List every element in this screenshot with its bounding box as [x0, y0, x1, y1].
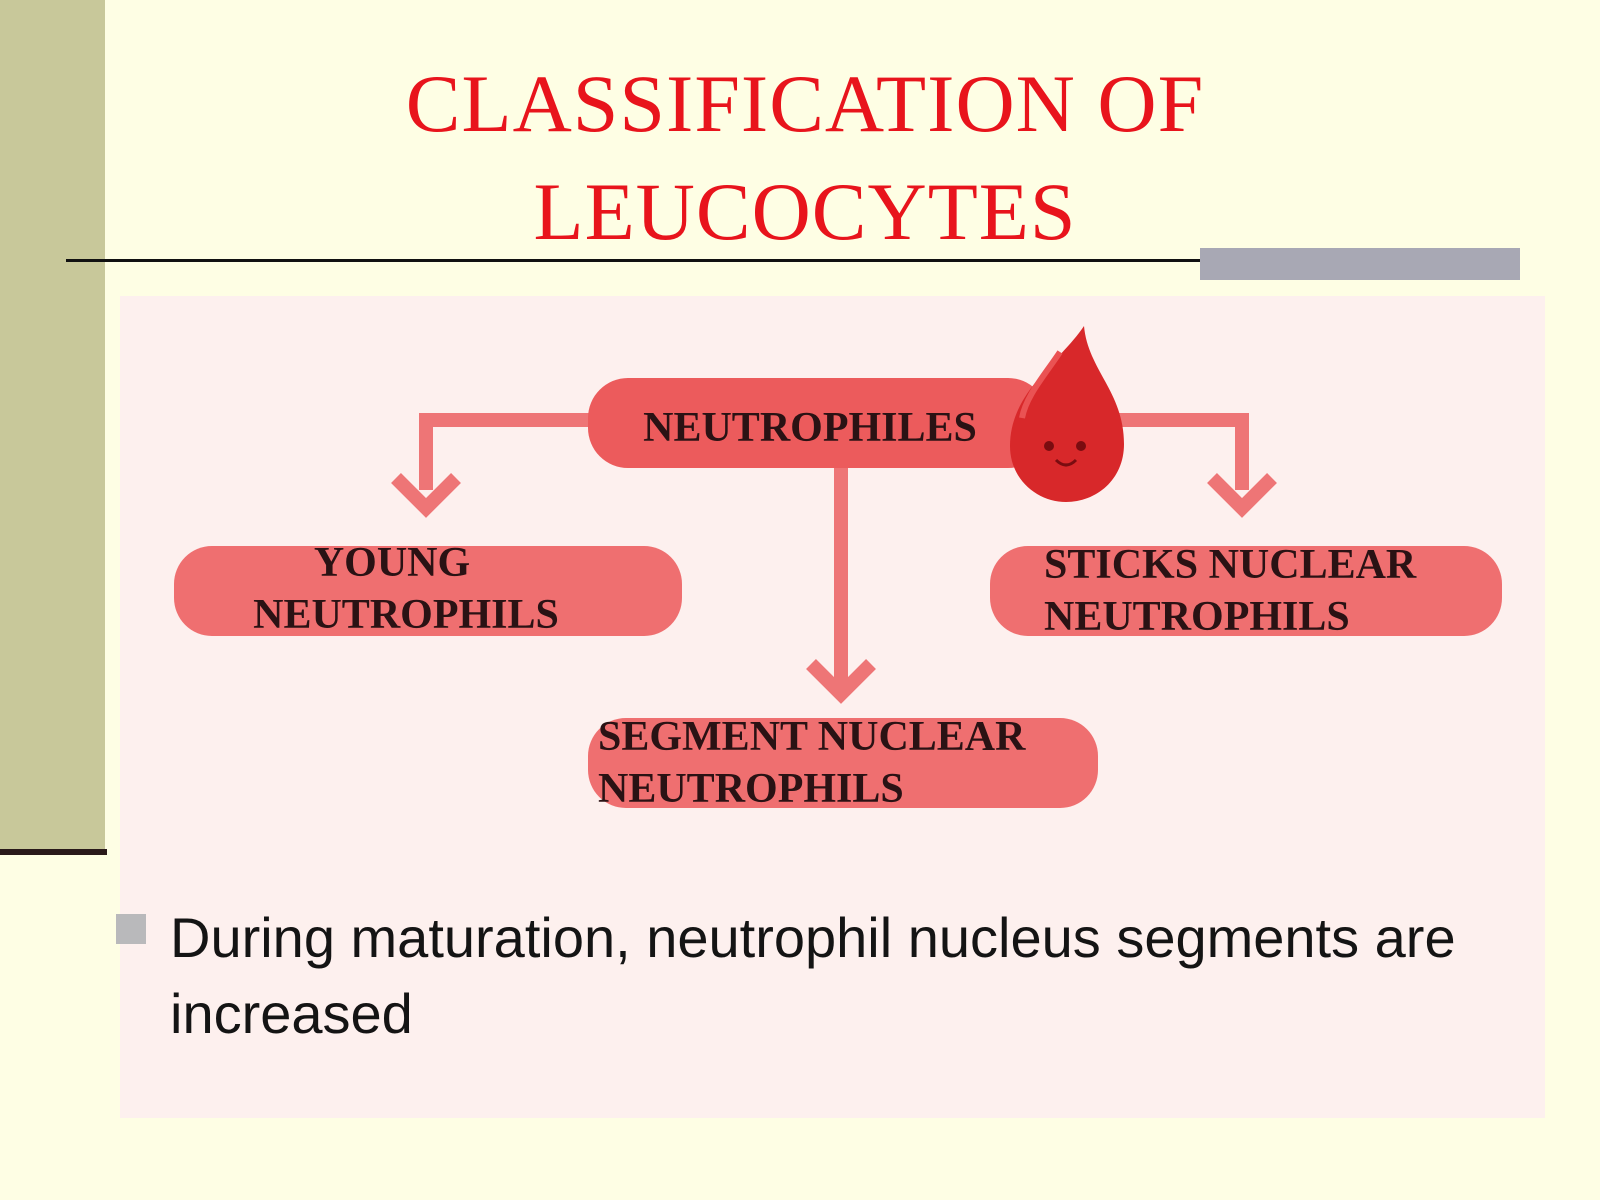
- left-accent-underline: [0, 849, 107, 855]
- node-left-line2: NEUTROPHILS: [253, 592, 559, 638]
- left-accent-bar: [0, 0, 105, 850]
- title-line-2: LEUCOCYTES: [533, 166, 1077, 257]
- node-bottom-line2: NEUTROPHILS: [598, 766, 904, 812]
- node-root-label: NEUTROPHILES: [643, 405, 977, 451]
- node-right-line1: STICKS NUCLEAR: [1044, 542, 1417, 588]
- slide-title: CLASSIFICATION OF LEUCOCYTES: [200, 50, 1410, 266]
- node-bottom-line1: SEGMENT NUCLEAR: [598, 714, 1026, 760]
- node-sticks-nuclear-neutrophils: STICKS NUCLEAR NEUTROPHILS: [990, 542, 1502, 640]
- node-root: NEUTROPHILES: [588, 378, 1048, 468]
- blood-drop-icon: [1010, 326, 1124, 502]
- node-young-neutrophils: YOUNG NEUTROPHILS: [174, 540, 682, 638]
- connector-right: [1100, 413, 1277, 518]
- title-divider-accent: [1200, 248, 1520, 280]
- bullet-marker: [116, 914, 146, 944]
- bullet-text: During maturation, neutrophil nucleus se…: [170, 906, 1456, 1045]
- node-segment-nuclear-neutrophils: SEGMENT NUCLEAR NEUTROPHILS: [588, 714, 1098, 812]
- connector-left: [391, 413, 600, 518]
- node-right-line2: NEUTROPHILS: [1044, 594, 1350, 640]
- node-left-line1: YOUNG: [314, 540, 470, 586]
- title-divider: [66, 259, 1520, 262]
- connector-bottom: [806, 465, 876, 704]
- title-line-1: CLASSIFICATION OF: [405, 58, 1205, 149]
